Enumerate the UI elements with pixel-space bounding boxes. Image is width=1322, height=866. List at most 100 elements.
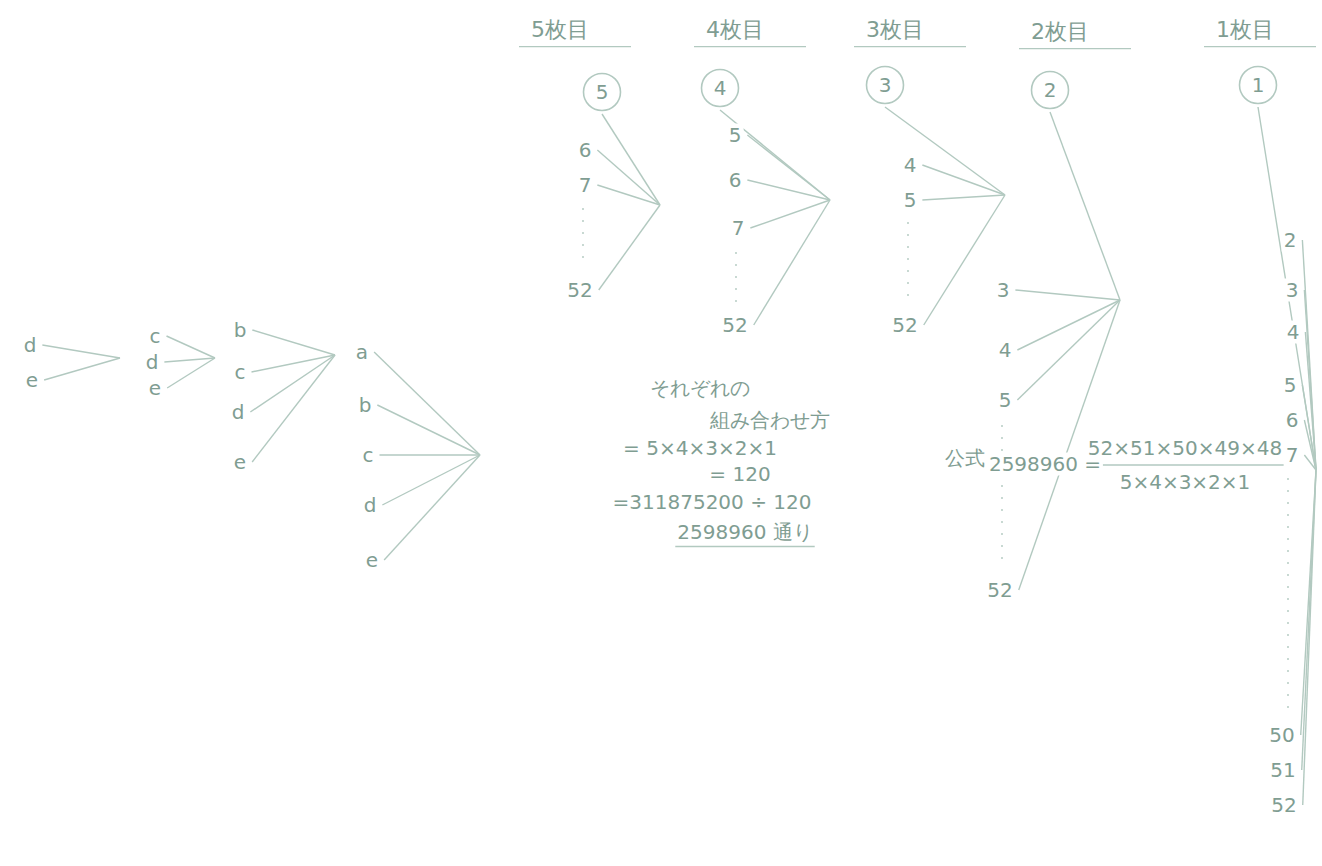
circled-number: 2: [1030, 70, 1070, 110]
pencil-line: [924, 195, 1005, 325]
formula-term: 5×4×3×2×1: [1118, 471, 1253, 494]
card-number: 4: [997, 339, 1014, 362]
card-number: 2: [1282, 229, 1299, 252]
card-number: 7: [730, 217, 747, 240]
pencil-line: [1258, 107, 1316, 470]
tree-letter: b: [357, 394, 374, 417]
pencil-line: [377, 405, 480, 455]
pencil-line: [1204, 46, 1316, 47]
calculation-note: =311875200 ÷ 120: [611, 491, 814, 514]
calculation-note: それぞれの: [648, 377, 752, 400]
card-number: 7: [1284, 444, 1301, 467]
pencil-line: [252, 330, 335, 355]
circled-number: 5: [582, 72, 622, 112]
pencil-line: [1019, 48, 1131, 49]
card-number: 7: [577, 174, 594, 197]
pencil-line: [1017, 300, 1120, 400]
pencil-line: [597, 150, 660, 205]
pencil-line: [599, 205, 660, 290]
circled-number: 4: [700, 68, 740, 108]
pencil-line: [1001, 425, 1002, 565]
circled-number-text: 1: [1238, 65, 1278, 105]
pencil-line: [885, 107, 1005, 195]
card-number: 50: [1267, 724, 1296, 747]
card-number: 52: [890, 314, 919, 337]
tree-letter: a: [354, 341, 370, 364]
card-number: 3: [995, 279, 1012, 302]
pencil-line: [167, 336, 216, 358]
column-heading: 3枚目: [864, 17, 926, 42]
pencil-line: [42, 345, 120, 358]
tree-letter: c: [361, 444, 376, 467]
pencil-line: [1304, 290, 1316, 470]
tree-letter: e: [232, 451, 248, 474]
pencil-line: [922, 165, 1005, 195]
tree-letter: d: [362, 494, 379, 517]
pencil-line: [675, 546, 814, 547]
pencil-line: [519, 46, 631, 47]
pencil-line: [384, 455, 480, 560]
pencil-line: [252, 355, 335, 462]
circled-number: 1: [1238, 65, 1278, 105]
pencil-line: [1287, 478, 1288, 712]
column-heading: 4枚目: [704, 17, 766, 42]
pencil-line: [907, 222, 908, 300]
pencil-line: [720, 110, 830, 200]
card-number: 5: [727, 124, 744, 147]
circled-number-text: 3: [865, 65, 905, 105]
pencil-line: [1015, 290, 1120, 300]
card-number: 5: [997, 389, 1014, 412]
circled-number-text: 5: [582, 72, 622, 112]
card-number: 52: [565, 279, 594, 302]
pencil-line: [164, 358, 215, 362]
pencil-line: [597, 185, 660, 205]
pencil-line: [854, 46, 966, 47]
pencil-line: [44, 358, 120, 380]
tree-letter: b: [232, 319, 249, 342]
pencil-line: [602, 114, 660, 205]
calculation-note: = 120: [707, 463, 772, 486]
card-number: 6: [577, 139, 594, 162]
pencil-line: [754, 200, 830, 325]
tree-letter: d: [22, 334, 39, 357]
card-number: 52: [985, 579, 1014, 602]
pencil-line: [380, 454, 481, 455]
circled-number-text: 2: [1030, 70, 1070, 110]
pencil-line: [1082, 464, 1288, 465]
tree-letter: d: [230, 401, 247, 424]
column-heading: 1枚目: [1214, 17, 1276, 42]
tree-letter: d: [144, 351, 161, 374]
column-heading: 2枚目: [1029, 19, 1091, 44]
pencil-line: [250, 355, 335, 412]
tree-letter: c: [148, 325, 163, 348]
pencil-line: [374, 352, 480, 455]
formula-term: 52×51×50×49×48: [1086, 437, 1284, 460]
pencil-line: [1303, 470, 1316, 805]
card-number: 5: [1282, 374, 1299, 397]
card-number: 51: [1268, 759, 1297, 782]
formula-note: 公式: [943, 447, 987, 470]
pencil-line: [1305, 332, 1316, 470]
pencil-line: [750, 200, 830, 228]
tree-letter: e: [147, 377, 163, 400]
pencil-line: [694, 46, 806, 47]
pencil-line: [382, 455, 480, 505]
calculation-note: = 5×4×3×2×1: [621, 437, 779, 460]
tree-letter: e: [364, 549, 380, 572]
calculation-note: 組み合わせ方: [708, 409, 832, 432]
card-number: 6: [1284, 409, 1301, 432]
column-heading: 5枚目: [529, 17, 591, 42]
pencil-line: [922, 195, 1005, 200]
card-number: 52: [1269, 794, 1298, 817]
tree-letter: c: [233, 361, 248, 384]
calculation-note: 2598960 通り: [675, 521, 814, 544]
circled-number-text: 4: [700, 68, 740, 108]
pencil-line: [735, 252, 736, 302]
pencil-line: [1302, 240, 1316, 470]
circled-number: 3: [865, 65, 905, 105]
pencil-line: [167, 358, 215, 388]
card-number: 4: [1285, 321, 1302, 344]
card-number: 5: [902, 189, 919, 212]
